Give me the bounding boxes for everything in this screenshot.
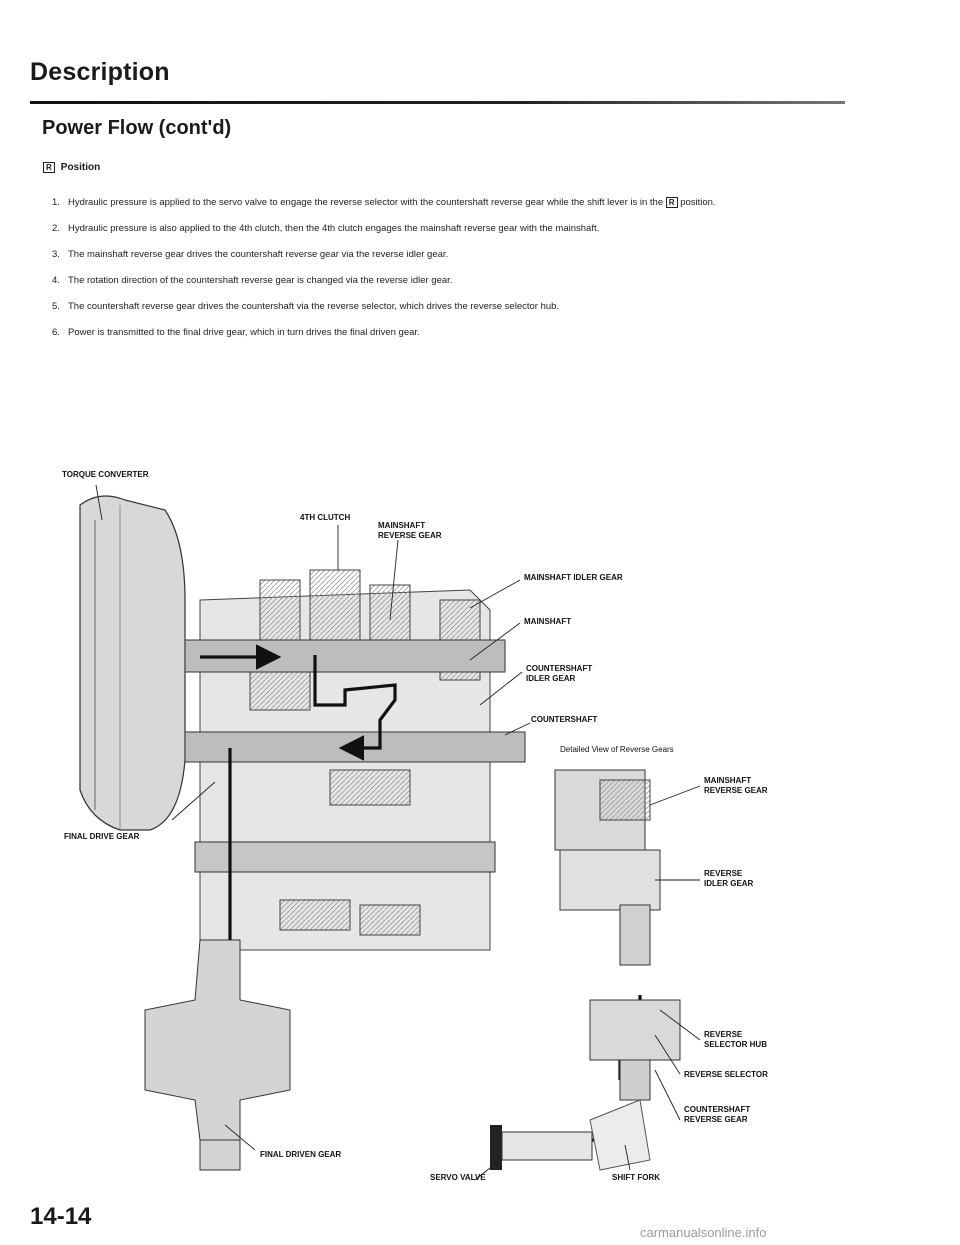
detail-view-drawing: [554, 769, 681, 1101]
position-label: Position: [60, 162, 101, 173]
step-text: The countershaft reverse gear drives the…: [68, 301, 560, 312]
label-reverse-selector-hub: REVERSE: [704, 1030, 743, 1039]
label-mainshaft-reverse-gear: MAINSHAFT: [378, 521, 426, 530]
title-rule: [30, 101, 845, 104]
label-4th-clutch: 4TH CLUTCH: [300, 513, 351, 522]
label-reverse-idler-gear-line2: IDLER GEAR: [704, 879, 754, 888]
secondary-shaft: [194, 841, 496, 873]
label-countershaft-reverse-gear-line2: REVERSE GEAR: [684, 1115, 748, 1124]
step-number: 1.: [52, 197, 60, 208]
step-item: 4. The rotation direction of the counter…: [52, 274, 842, 288]
label-shift-fork: SHIFT FORK: [612, 1173, 660, 1182]
page-number: 14-14: [30, 1203, 92, 1230]
label-countershaft: COUNTERSHAFT: [531, 715, 598, 724]
step-item: 1. Hydraulic pressure is applied to the …: [52, 196, 842, 210]
procedure-steps: 1. Hydraulic pressure is applied to the …: [52, 196, 842, 352]
step-number: 5.: [52, 301, 60, 312]
final-driven-gear-housing: [144, 939, 291, 1171]
label-detail-mainshaft-reverse-gear: MAINSHAFT: [704, 776, 752, 785]
label-detail-caption: Detailed View of Reverse Gears: [560, 745, 674, 754]
position-symbol: R: [43, 162, 55, 173]
label-mainshaft-idler-gear: MAINSHAFT IDLER GEAR: [524, 573, 623, 582]
label-reverse-selector: REVERSE SELECTOR: [684, 1070, 768, 1079]
step-item: 6. Power is transmitted to the final dri…: [52, 326, 842, 340]
step-position-symbol: R: [665, 197, 678, 208]
step-text: Hydraulic pressure is also applied to th…: [68, 223, 600, 234]
step-number: 3.: [52, 249, 60, 260]
step-text: Power is transmitted to the final drive …: [68, 327, 420, 338]
step-item: 2. Hydraulic pressure is also applied to…: [52, 222, 842, 236]
label-final-drive-gear: FINAL DRIVE GEAR: [64, 832, 140, 841]
label-torque-converter: TORQUE CONVERTER: [62, 470, 149, 479]
label-servo-valve: SERVO VALVE: [430, 1173, 486, 1182]
step-text: Hydraulic pressure is applied to the ser…: [68, 197, 664, 208]
label-countershaft-idler-gear-line2: IDLER GEAR: [526, 674, 576, 683]
leader-lines: [95, 484, 701, 1181]
step-number: 2.: [52, 223, 60, 234]
label-reverse-selector-hub-line2: SELECTOR HUB: [704, 1040, 767, 1049]
section-subtitle: Power Flow (cont'd): [42, 117, 232, 139]
label-mainshaft-reverse-gear-line2: REVERSE GEAR: [378, 531, 442, 540]
servo-valve-drawing: [490, 1099, 651, 1171]
step-text: The rotation direction of the countersha…: [68, 275, 453, 286]
step-item: 5. The countershaft reverse gear drives …: [52, 300, 842, 314]
step-text: The mainshaft reverse gear drives the co…: [68, 249, 449, 260]
label-countershaft-reverse-gear: COUNTERSHAFT: [684, 1105, 751, 1114]
step-number: 4.: [52, 275, 60, 286]
label-mainshaft: MAINSHAFT: [524, 617, 572, 626]
label-countershaft-idler-gear: COUNTERSHAFT: [526, 664, 593, 673]
torque-converter-housing: [79, 495, 186, 831]
label-final-driven-gear: FINAL DRIVEN GEAR: [260, 1150, 342, 1159]
label-reverse-idler-gear: REVERSE: [704, 869, 743, 878]
page-title: Description: [30, 58, 170, 86]
watermark-text: carmanualsonline.info: [640, 1225, 767, 1240]
step-text-tail: position.: [680, 197, 716, 208]
step-number: 6.: [52, 327, 60, 338]
label-detail-mainshaft-reverse-gear-line2: REVERSE GEAR: [704, 786, 768, 795]
step-item: 3. The mainshaft reverse gear drives the…: [52, 248, 842, 262]
position-heading: R Position: [43, 162, 100, 173]
